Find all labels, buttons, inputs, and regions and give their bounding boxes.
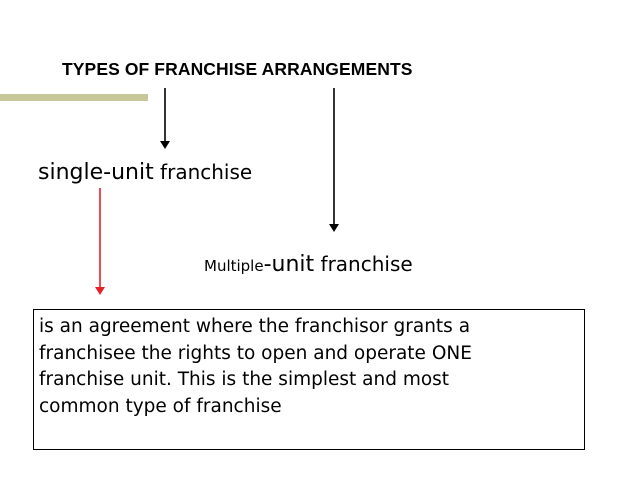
definition-text: is an agreement where the franchisor gra…	[39, 316, 472, 417]
multiple-unit-suffix: franchise	[314, 252, 413, 276]
arrow-to-single-unit	[160, 88, 170, 149]
arrow-to-multiple-unit	[329, 88, 339, 232]
definition-box: is an agreement where the franchisor gra…	[33, 309, 585, 450]
multiple-unit-prefix: Multiple	[204, 257, 264, 275]
slide-title: TYPES OF FRANCHISE ARRANGEMENTS	[62, 59, 413, 79]
single-unit-suffix: franchise	[153, 160, 253, 184]
multiple-unit-term: -unit	[263, 252, 315, 277]
single-unit-term: single-unit	[38, 160, 154, 185]
multiple-unit-label: Multiple-unit franchise	[204, 252, 413, 277]
arrow-to-definition	[95, 188, 105, 295]
single-unit-label: single-unit franchise	[38, 160, 252, 185]
accent-bar	[0, 94, 148, 101]
